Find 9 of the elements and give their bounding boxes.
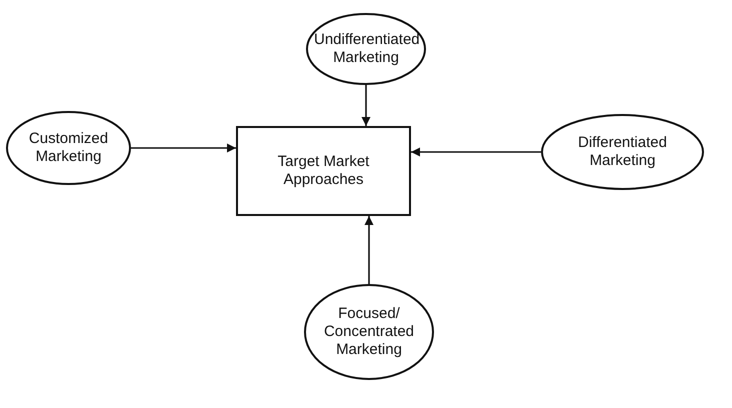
arrow xyxy=(362,85,370,126)
node-label: Undifferentiated Marketing xyxy=(314,31,418,67)
arrow xyxy=(131,144,236,152)
node-label: Customized Marketing xyxy=(28,130,110,166)
node-label: Focused/ Concentrated Marketing xyxy=(322,305,416,359)
node-label: Target Market Approaches xyxy=(276,153,370,189)
arrow xyxy=(364,216,374,284)
arrow xyxy=(411,148,541,156)
node-label: Differentiated Marketing xyxy=(577,134,668,170)
